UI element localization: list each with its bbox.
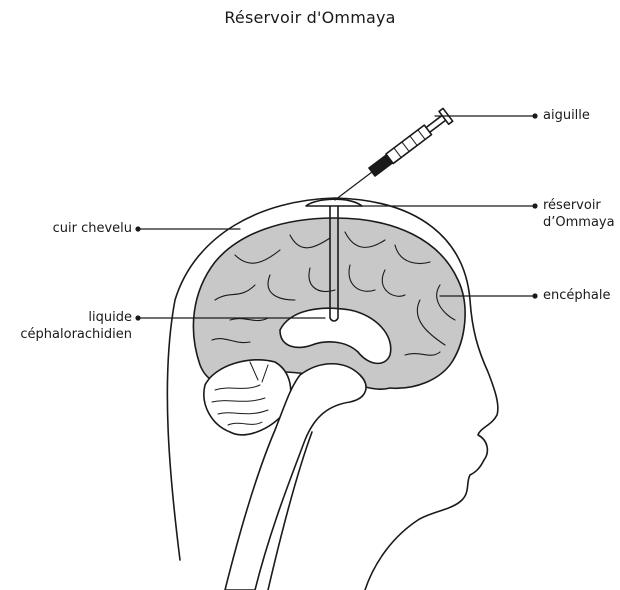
dot-brain [532, 293, 537, 298]
needle-shaft [335, 172, 372, 200]
label-reservoir: réservoir d’Ommaya [543, 197, 615, 231]
label-csf: liquide céphalorachidien [10, 309, 132, 343]
label-csf-line2: céphalorachidien [10, 326, 132, 343]
ommaya-reservoir [306, 199, 362, 206]
dot-reservoir [532, 203, 537, 208]
syringe [367, 108, 452, 178]
label-csf-line1: liquide [10, 309, 132, 326]
label-needle: aiguille [543, 107, 590, 124]
dot-csf [135, 315, 140, 320]
dot-scalp [135, 226, 140, 231]
label-reservoir-line2: d’Ommaya [543, 214, 615, 231]
label-scalp: cuir chevelu [20, 220, 132, 237]
label-reservoir-line1: réservoir [543, 197, 615, 214]
label-brain: encéphale [543, 287, 610, 304]
dot-needle [532, 113, 537, 118]
